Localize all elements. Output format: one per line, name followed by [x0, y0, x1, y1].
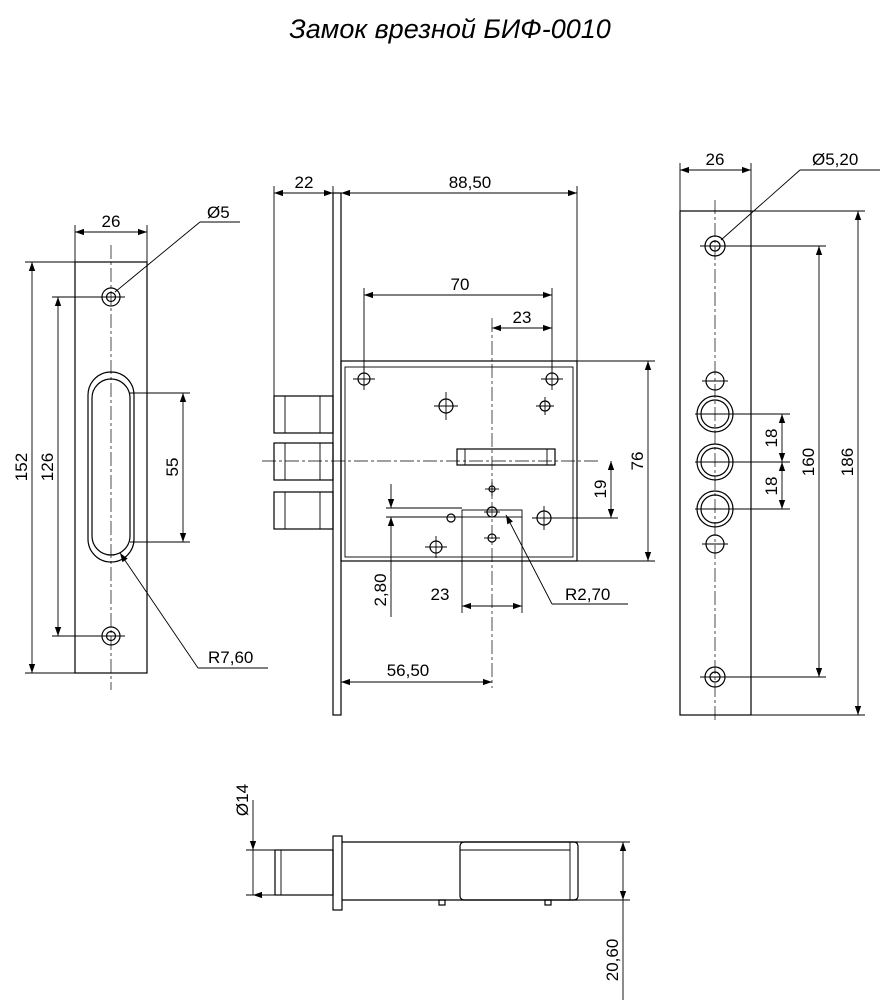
keyhole-offset-label: 23 [431, 585, 450, 604]
strike-slot [87, 371, 135, 563]
faceplate-view: 26 Ø5,20 18 18 160 186 [679, 150, 880, 720]
faceplate-hole-diameter-label: Ø5,20 [812, 150, 858, 169]
drawing-title: Замок врезной БИФ-0010 [289, 14, 611, 44]
bolts [273, 395, 334, 530]
backset-label: 56,50 [387, 661, 430, 680]
strike-slot-length-label: 55 [163, 458, 182, 477]
bolt-spacing-1-label: 18 [762, 429, 781, 448]
total-depth-label: 88,50 [449, 173, 492, 192]
strike-total-height-label: 152 [12, 453, 31, 481]
latch-slot [456, 448, 556, 466]
faceplate-width-label: 26 [706, 150, 725, 169]
small-offset-label: 2,80 [371, 573, 390, 606]
hole-offset-label: 23 [513, 308, 532, 327]
keyhole-radius-label: R2,70 [565, 585, 610, 604]
bolt-projection-label: 22 [295, 173, 314, 192]
faceplate-total-height-label: 186 [838, 448, 857, 476]
strike-slot-radius-label: R7,60 [208, 648, 253, 667]
bolt-top [273, 395, 334, 434]
bolt-middle [273, 442, 334, 481]
bottom-thickness-label: 20,60 [603, 939, 622, 982]
bottom-bolt [274, 849, 334, 896]
bolt-spacing-2-label: 18 [762, 477, 781, 496]
strike-plate-view: 26 Ø5 152 126 55 R7,60 [12, 203, 268, 690]
faceplate-hole-spacing-label: 160 [799, 448, 818, 476]
bottom-view: Ø14 20,60 [233, 784, 630, 1000]
bolt-diameter-label: Ø14 [233, 784, 252, 816]
lock-body-view: 22 88,50 70 23 76 19 2,80 23 [262, 173, 655, 716]
faceplate-outline [679, 210, 752, 716]
body-height-label: 76 [628, 452, 647, 471]
strike-hole-spacing-label: 126 [38, 453, 57, 481]
bottom-faceplate [332, 835, 343, 911]
bottom-case-cover [459, 841, 579, 901]
bolt-bottom [273, 491, 334, 530]
spindle-offset-label: 19 [591, 480, 610, 499]
strike-width-label: 26 [102, 212, 121, 231]
lock-faceplate-side [332, 192, 342, 716]
strike-hole-diameter-label: Ø5 [207, 203, 230, 222]
mount-hole-spacing-label: 70 [451, 275, 470, 294]
